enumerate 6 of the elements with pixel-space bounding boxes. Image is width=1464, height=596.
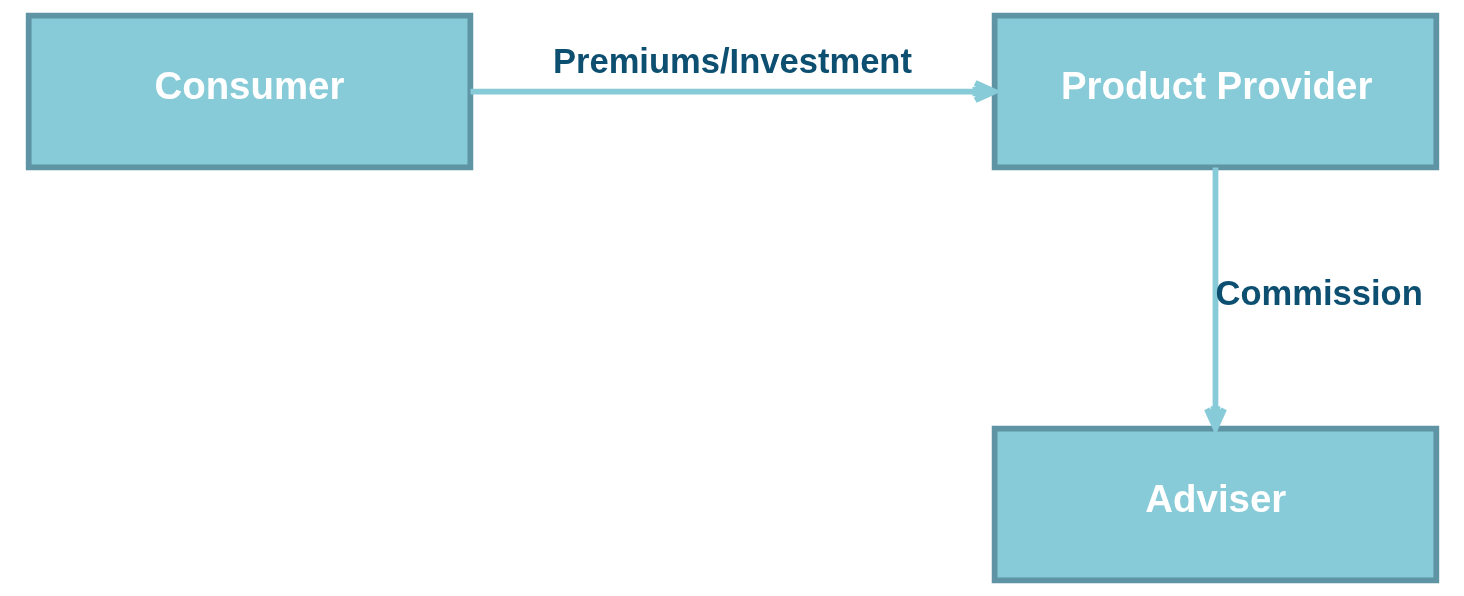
- node-box: Product Provider: [991, 12, 1439, 171]
- node-box: Adviser: [991, 425, 1439, 584]
- arrow: [1203, 167, 1227, 432]
- edge-label: Premiums/Investment: [552, 42, 912, 81]
- edge-label: Commission: [1214, 273, 1423, 312]
- node-box: Consumer: [25, 12, 473, 171]
